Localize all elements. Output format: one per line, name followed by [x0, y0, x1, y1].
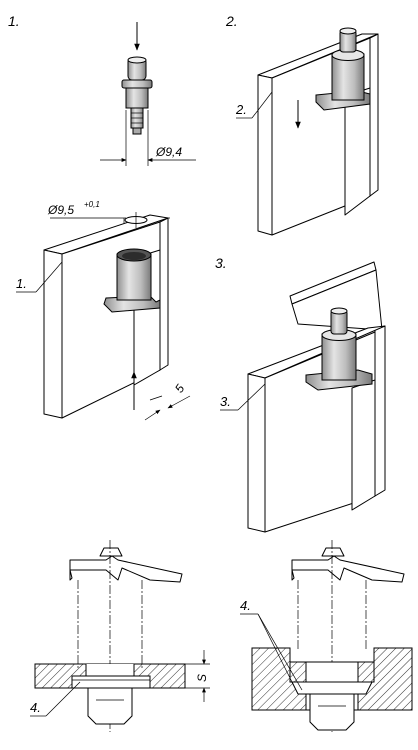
step-2-bracket: 2. 2. — [225, 13, 379, 236]
pin-diameter-label: Ø9,4 — [155, 145, 182, 159]
hole-diameter-label: Ø9,5 — [47, 203, 74, 217]
step-2-part-label: 2. — [235, 102, 247, 117]
hole-tolerance-label: +0,1 — [84, 200, 100, 209]
bushing-with-pin — [315, 27, 371, 111]
step-3-bracket: 3. 3. — [215, 255, 386, 533]
section-right-callout: 4. — [240, 598, 251, 613]
step-3-number: 3. — [215, 255, 227, 271]
step-1-part-label: 1. — [16, 276, 27, 291]
installed-pin — [305, 307, 373, 391]
step-1-pin-detail: 1. Ø9,4 — [8, 13, 196, 166]
step-1-number: 1. — [8, 13, 20, 29]
step-2-number: 2. — [225, 13, 238, 29]
material-thickness-label: S — [195, 674, 209, 682]
step-3-part-label: 3. — [220, 394, 231, 409]
press-in-pin — [121, 56, 153, 135]
section-view-thin-sheet: S 4. — [30, 540, 210, 732]
pinned-bushing — [103, 248, 161, 313]
section-view-thick-sheet: 4. — [240, 540, 413, 732]
section-left-callout: 4. — [30, 700, 41, 715]
step-1-bracket: Ø9,5 +0,1 5 1. — [16, 200, 191, 421]
sheet-thickness-label: 5 — [172, 382, 187, 396]
